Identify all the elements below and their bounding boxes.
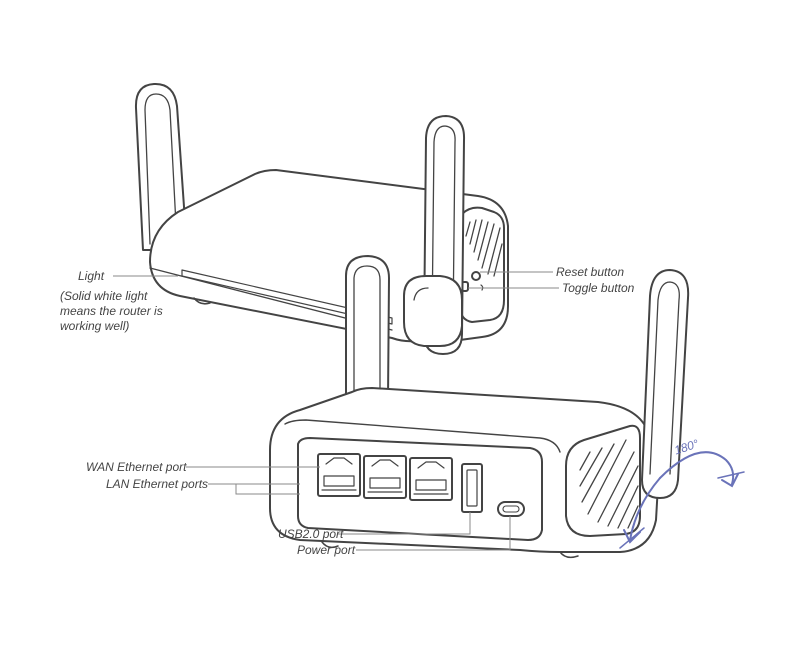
- rotation-arrow-icon: [619, 451, 745, 549]
- light-note: (Solid white light means the router is w…: [60, 289, 163, 333]
- back-router-side-panel: [459, 206, 505, 323]
- power-port-label: Power port: [297, 543, 356, 557]
- wan-port-label: WAN Ethernet port: [86, 460, 187, 474]
- usb-leader: [338, 512, 471, 535]
- lan-ethernet-port-1[interactable]: [363, 455, 407, 499]
- wan-ethernet-port[interactable]: [317, 453, 361, 497]
- lan-leader: [208, 483, 300, 495]
- light-label: Light: [78, 269, 105, 283]
- front-router-side-panel: [565, 424, 641, 537]
- back-router-left-antenna: [134, 82, 188, 251]
- reset-button-label: Reset button: [556, 265, 625, 279]
- usb-port[interactable]: [461, 463, 483, 513]
- front-router-middle-antenna: [345, 255, 390, 401]
- usb-port-label: USB2.0 port: [278, 527, 344, 541]
- status-light: [181, 269, 393, 325]
- lan-ports-label: LAN Ethernet ports: [106, 477, 209, 491]
- front-port-panel: [297, 437, 543, 541]
- lan-ethernet-port-2[interactable]: [409, 457, 453, 501]
- power-leader: [356, 516, 511, 551]
- power-port[interactable]: [497, 501, 525, 517]
- back-router-right-antenna: [403, 115, 466, 355]
- front-router-right-antenna: [641, 269, 690, 499]
- reset-button[interactable]: [471, 271, 481, 281]
- toggle-button-label: Toggle button: [562, 281, 635, 295]
